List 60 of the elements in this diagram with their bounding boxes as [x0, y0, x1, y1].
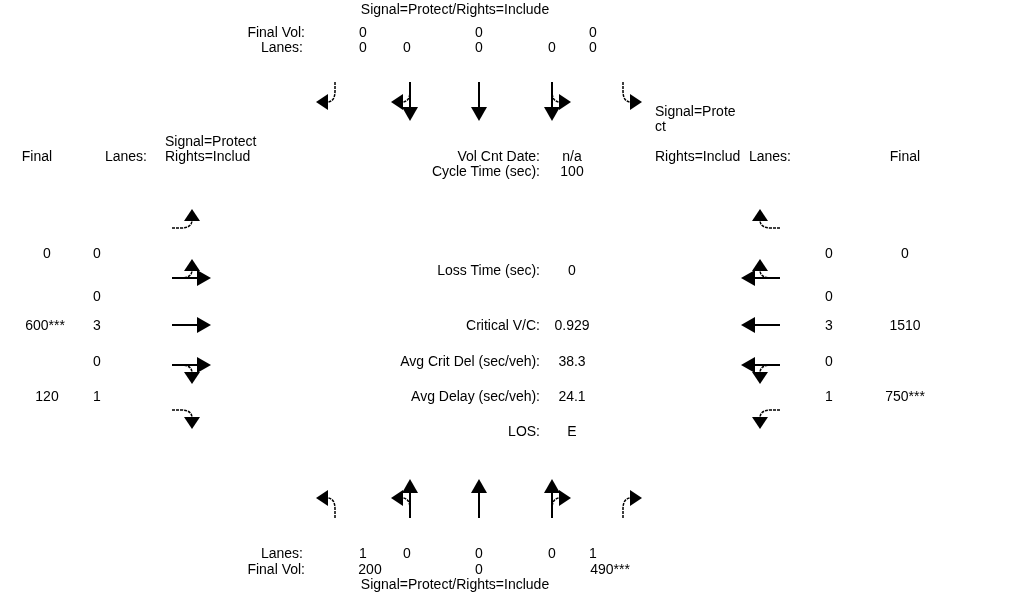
volume-value: 120	[35, 389, 59, 404]
signal-note: Rights=Includ	[165, 149, 251, 164]
volume-value: 0	[475, 562, 483, 577]
lane-count: 0	[548, 546, 556, 561]
metric-value: 100	[560, 164, 584, 179]
metric-label: LOS:	[508, 424, 540, 439]
row-heading: Final Vol:	[247, 562, 305, 577]
volume-value: 0	[901, 246, 909, 261]
lane-count: 0	[589, 40, 597, 55]
lane-count: 0	[93, 354, 101, 369]
volume-value: 0	[43, 246, 51, 261]
lane-count: 0	[403, 40, 411, 55]
lane-count: 0	[475, 40, 483, 55]
metric-label: Loss Time (sec):	[437, 263, 540, 278]
volume-value: 0	[475, 25, 483, 40]
lane-count: 0	[403, 546, 411, 561]
column-heading: Lanes:	[749, 149, 791, 164]
metric-value: 0.929	[554, 318, 590, 333]
lane-count: 0	[825, 289, 833, 304]
volume-value: 750***	[885, 389, 925, 404]
lane-count: 1	[93, 389, 101, 404]
signal-note: Signal=Protect/Rights=Include	[360, 2, 550, 17]
row-heading: Lanes:	[260, 40, 303, 55]
lane-count: 3	[93, 318, 101, 333]
signal-note: Signal=Protect	[165, 134, 257, 149]
lane-count: 0	[825, 246, 833, 261]
row-heading: Final Vol:	[247, 25, 305, 40]
signal-note: Signal=Protect/Rights=Include	[360, 577, 550, 592]
lane-count: 0	[359, 40, 367, 55]
volume-value: 490***	[590, 562, 630, 577]
lane-count: 1	[589, 546, 597, 561]
metric-label: Vol Cnt Date:	[457, 149, 540, 164]
column-heading: Final	[21, 149, 53, 164]
metric-value: 0	[568, 263, 576, 278]
lane-count: 1	[359, 546, 367, 561]
lane-count: 0	[93, 246, 101, 261]
metric-value: E	[567, 424, 577, 439]
lane-count: 3	[825, 318, 833, 333]
metric-label: Avg Delay (sec/veh):	[411, 389, 540, 404]
column-heading: Lanes:	[105, 149, 147, 164]
volume-value: 0	[359, 25, 367, 40]
signal-note: Signal=Protect	[655, 104, 737, 134]
metric-label: Avg Crit Del (sec/veh):	[400, 354, 540, 369]
metric-value: 24.1	[558, 389, 586, 404]
metric-label: Cycle Time (sec):	[431, 164, 540, 179]
metric-value: n/a	[562, 149, 582, 164]
volume-value: 0	[589, 25, 597, 40]
lane-count: 0	[93, 289, 101, 304]
metric-label: Critical V/C:	[466, 318, 540, 333]
row-heading: Lanes:	[260, 546, 303, 561]
volume-value: 1510	[889, 318, 921, 333]
column-heading: Final	[889, 149, 921, 164]
volume-value: 600***	[25, 318, 65, 333]
lane-count: 0	[548, 40, 556, 55]
metric-value: 38.3	[558, 354, 586, 369]
signal-note: Rights=Includ	[655, 149, 741, 164]
lane-count: 0	[825, 354, 833, 369]
volume-value: 200	[358, 562, 382, 577]
lane-count: 1	[825, 389, 833, 404]
lane-count: 0	[475, 546, 483, 561]
